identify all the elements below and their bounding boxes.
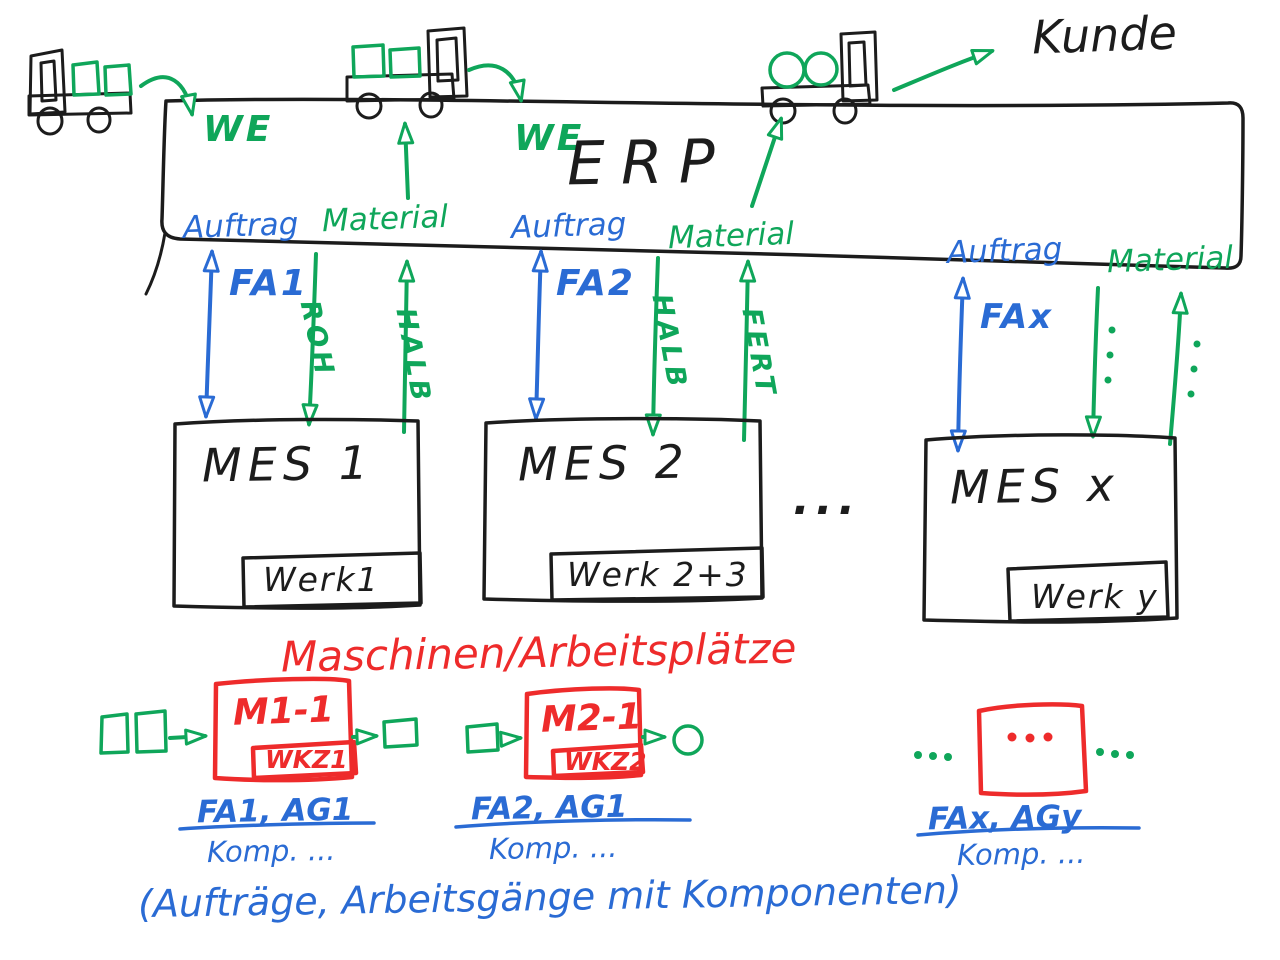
flow-label-fa1: FA1 — [229, 263, 308, 304]
arrow-truck2-to-we — [467, 63, 526, 103]
mesx-box — [922, 433, 1179, 624]
arrow-material-down-x — [1084, 286, 1102, 439]
machine-m2-wkz-box — [550, 742, 646, 779]
machine-m1-components: Komp. ... — [206, 832, 336, 870]
mesx-werk-box — [1006, 560, 1170, 623]
machine-m1-order: FA1, AG1 — [196, 791, 354, 831]
truck-outgoing — [760, 30, 879, 125]
machine-m1-wkz-box — [250, 739, 359, 781]
machine-m2-components: Komp. ... — [488, 829, 618, 867]
mesx-title: MES x — [949, 457, 1121, 515]
mesx-plant-label: Werk y — [1031, 577, 1159, 616]
goods-flow-arrows — [139, 49, 995, 208]
erp-port-auftrag-2: Auftrag — [510, 205, 627, 247]
ellipsis-dots-arrows — [1104, 326, 1201, 398]
we-label-mid: WE — [514, 118, 585, 159]
machine-m2-box — [523, 686, 644, 781]
order-underlines — [178, 818, 1141, 837]
erp-mes-connections — [198, 249, 1189, 453]
customer-label: Kunde — [1031, 5, 1178, 65]
machines-title: Maschinen/Arbeitsplätze — [280, 623, 797, 682]
arrow-roh — [301, 252, 319, 427]
machine-m2-name: M2-1 — [540, 696, 643, 741]
machine-boxes — [212, 676, 1089, 797]
arrow-halb-2 — [644, 256, 662, 437]
erp-port-material-1: Material — [321, 198, 449, 240]
erp-title: ERP — [566, 126, 732, 200]
mes2-title: MES 2 — [517, 434, 691, 492]
machine-m1-tool: WKZ1 — [265, 745, 348, 774]
mes2-plant-label: Werk 2+3 — [567, 555, 749, 594]
machine-m2-tool: WKZ2 — [564, 747, 647, 776]
truck-middle-goods-icons — [351, 43, 422, 79]
flow-label-fax: FAx — [980, 297, 1054, 337]
mes-ellipsis: ... — [793, 474, 862, 525]
mes1-title: MES 1 — [201, 435, 375, 493]
workpiece-icons — [99, 709, 704, 756]
mes1-werk-box — [241, 551, 423, 609]
machine-mx-dots — [1007, 732, 1053, 743]
machine-mx-order: FAx, AGy — [927, 798, 1082, 838]
workpiece-ellipsis-dots — [914, 748, 1134, 761]
truck-middle — [345, 26, 469, 120]
mes1-box — [172, 417, 422, 610]
erp-port-material-3: Material — [1106, 239, 1234, 281]
we-label-left: WE — [203, 109, 274, 150]
machine-mx-components: Komp. ... — [956, 835, 1086, 873]
arrow-halb-1 — [398, 259, 416, 434]
erp-port-auftrag-3: Auftrag — [946, 230, 1063, 272]
mes-boxes — [172, 416, 1179, 624]
arrow-fax — [949, 276, 971, 453]
mes1-plant-label: Werk1 — [263, 560, 380, 599]
workpiece-flow-arrows — [168, 728, 667, 748]
machine-m2-order: FA2, AG1 — [470, 788, 628, 828]
arrow-fa1 — [198, 249, 220, 419]
erp-port-material-2: Material — [667, 215, 795, 257]
erp-port-auftrag-1: Auftrag — [182, 205, 299, 247]
arrow-erp-to-truck3 — [750, 116, 784, 208]
arrow-material-up-x — [1168, 291, 1189, 446]
arrow-truck3-to-kunde — [892, 49, 995, 92]
flow-label-fa2: FA2 — [556, 263, 635, 304]
machine-mx-box — [976, 702, 1089, 797]
machine-m1-box — [212, 676, 355, 783]
machine-m1-name: M1-1 — [232, 689, 335, 734]
arrow-truck1-to-we — [139, 75, 197, 117]
arrow-erp-to-truck2 — [397, 121, 415, 200]
truck-incoming-goods-icons — [71, 60, 133, 97]
arrow-fa2 — [528, 249, 549, 421]
mes2-werk-box — [549, 546, 765, 602]
truck-outgoing-goods-icons — [768, 51, 839, 89]
